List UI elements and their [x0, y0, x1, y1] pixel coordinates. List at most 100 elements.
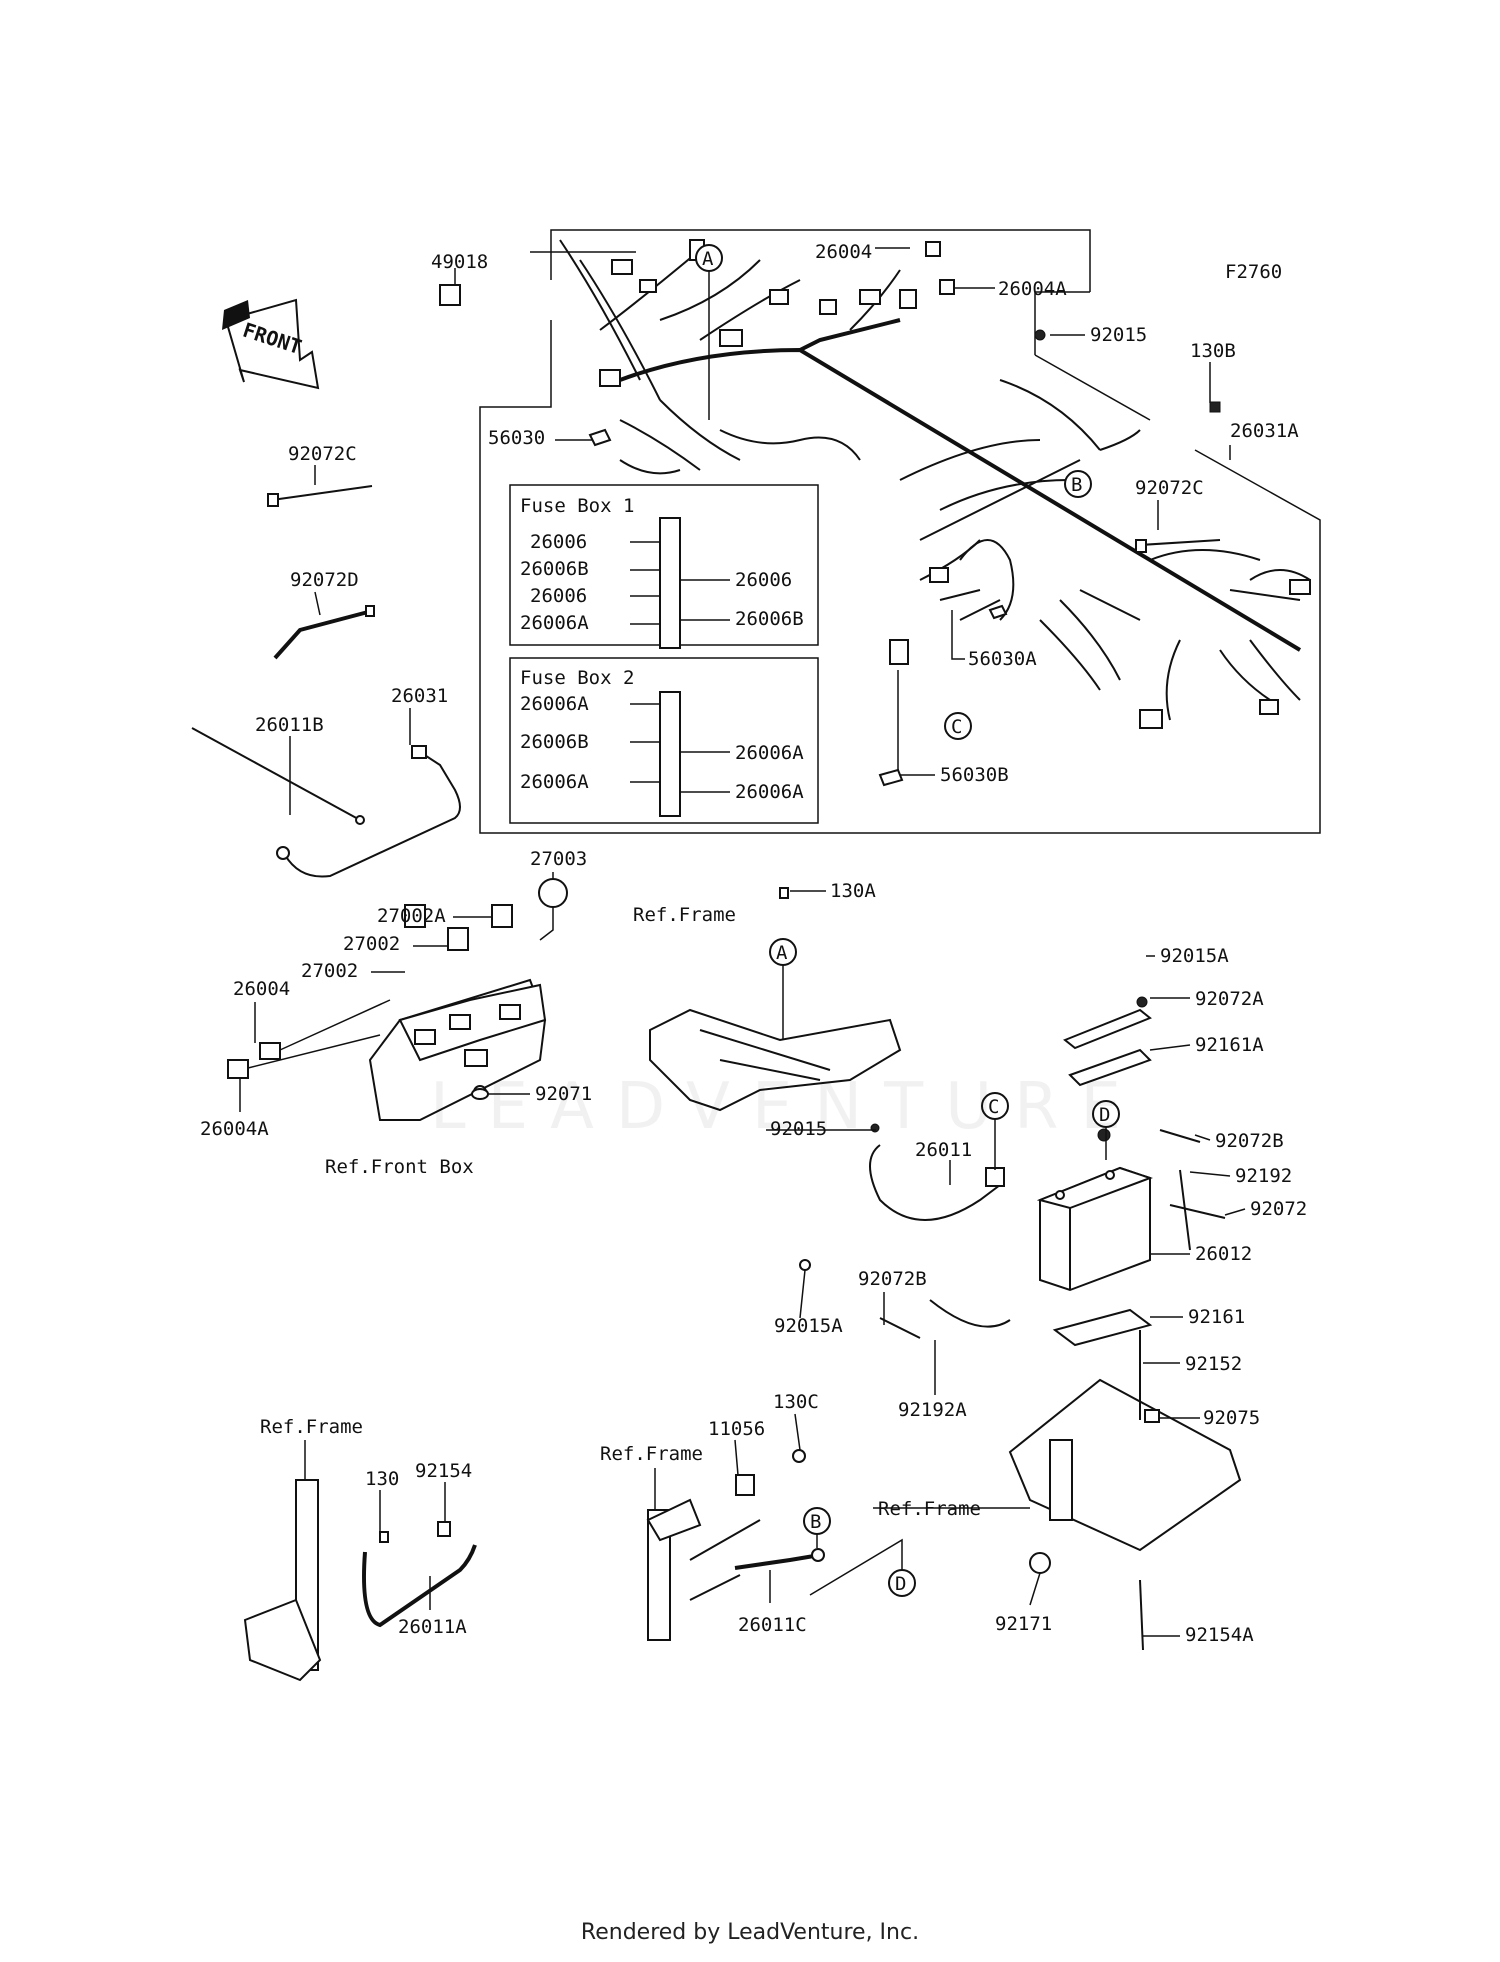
cable-26011 — [869, 1144, 1001, 1221]
callout-b-bottom: B — [803, 1507, 831, 1535]
fuse-box-1-left-0: 26006 — [530, 531, 587, 553]
fuse-box-2-title: Fuse Box 2 — [520, 667, 634, 689]
fuse-box-1-left-1: 26006B — [520, 558, 589, 580]
label-26004: 26004 — [815, 241, 872, 263]
part-labels: 49018 26004 26004A 92015 130B 26031A 560… — [200, 241, 1307, 1646]
callout-a-mid-label: A — [776, 942, 788, 964]
fuse-box-2-left-1: 26006B — [520, 731, 589, 753]
label-26011b: 26011B — [255, 714, 324, 736]
label-26031: 26031 — [391, 685, 448, 707]
battery-tray — [1008, 1330, 1242, 1651]
label-130c: 130C — [773, 1391, 819, 1413]
footer-credit: Rendered by LeadVenture, Inc. — [580, 1920, 920, 1945]
callout-b-top-label: B — [1071, 474, 1082, 496]
callout-b-bottom-label: B — [810, 1511, 821, 1533]
front-box — [227, 878, 568, 1121]
leader-lines — [239, 247, 1246, 1637]
label-26004a-left: 26004A — [200, 1118, 269, 1140]
label-49018: 49018 — [431, 251, 488, 273]
label-130a: 130A — [830, 880, 876, 902]
label-92075: 92075 — [1203, 1407, 1260, 1429]
fuse-box-1-left-3: 26006A — [520, 612, 589, 634]
cable-92192a — [929, 1299, 1011, 1328]
fuse-box-2: Fuse Box 2 26006A 26006B 26006A 26006A 2… — [509, 657, 819, 824]
label-92171: 92171 — [995, 1613, 1052, 1635]
callout-a-top: A — [695, 244, 723, 272]
fuse-box-2-left-0: 26006A — [520, 693, 589, 715]
label-26011a: 26011A — [398, 1616, 467, 1638]
label-56030b: 56030B — [940, 764, 1009, 786]
label-27003: 27003 — [530, 848, 587, 870]
label-130: 130 — [365, 1468, 399, 1490]
label-26004-left: 26004 — [233, 978, 290, 1000]
harness-frame — [550, 229, 1091, 292]
label-26011c: 26011C — [738, 1614, 807, 1636]
label-26011: 26011 — [915, 1139, 972, 1161]
callout-d-mid-label: D — [1099, 1104, 1110, 1126]
connector-27002a — [491, 904, 513, 928]
connector-27002-1 — [404, 904, 426, 928]
cable-26031 — [284, 751, 461, 878]
switch-27003 — [538, 878, 568, 908]
fuse-box-2-left-2: 26006A — [520, 771, 589, 793]
fuse-box-1-right-0: 26006 — [735, 569, 792, 591]
label-92154a: 92154A — [1185, 1624, 1254, 1646]
label-92192a: 92192A — [898, 1399, 967, 1421]
fuse-box-1-title: Fuse Box 1 — [520, 495, 634, 517]
label-92161a: 92161A — [1195, 1034, 1264, 1056]
battery — [1036, 1128, 1153, 1292]
label-56030: 56030 — [488, 427, 545, 449]
battery-pads — [1052, 996, 1153, 1347]
label-92015: 92015 — [1090, 324, 1147, 346]
cable-26011b — [191, 727, 361, 821]
callout-c-top: C — [944, 712, 972, 740]
callout-c-top-label: C — [951, 716, 962, 738]
label-92161: 92161 — [1188, 1306, 1245, 1328]
main-harness — [559, 239, 1311, 729]
connector-26004a — [227, 1059, 249, 1079]
label-56030a: 56030A — [968, 648, 1037, 670]
ref-frame-mid: Ref.Frame — [633, 904, 736, 926]
label-92072c-right: 92072C — [1135, 477, 1204, 499]
callout-d-bottom: D — [888, 1569, 916, 1597]
front-arrow: FRONT — [222, 298, 320, 390]
ref-frame-right: Ref.Frame — [878, 1498, 981, 1520]
label-92072: 92072 — [1250, 1198, 1307, 1220]
frame-mid — [649, 887, 902, 1112]
label-92154: 92154 — [415, 1460, 472, 1482]
label-92072b-right: 92072B — [1215, 1130, 1284, 1152]
watermark: LEADVENTURE — [430, 1070, 1143, 1144]
fuse-box-1: Fuse Box 1 26006 26006B 26006 26006A 260… — [509, 484, 819, 649]
fuse-box-2-right-1: 26006A — [735, 781, 804, 803]
label-27002-top: 27002 — [343, 933, 400, 955]
small-hardware — [439, 241, 1221, 1100]
fuse-box-2-right-0: 26006A — [735, 742, 804, 764]
label-26031a: 26031A — [1230, 420, 1299, 442]
label-92071: 92071 — [535, 1083, 592, 1105]
connector-27002-2 — [447, 927, 469, 951]
frame-center — [646, 1449, 825, 1641]
label-26012: 26012 — [1195, 1243, 1252, 1265]
label-92152: 92152 — [1185, 1353, 1242, 1375]
label-92015a-top: 92015A — [1160, 945, 1229, 967]
label-92072b-left: 92072B — [858, 1268, 927, 1290]
callouts: A B C A C D B D — [695, 244, 1120, 1597]
label-26004a: 26004A — [998, 278, 1067, 300]
label-92015a-bottom: 92015A — [774, 1315, 843, 1337]
ref-front-box: Ref.Front Box — [325, 1156, 474, 1178]
frame-left — [243, 1479, 477, 1682]
label-92192: 92192 — [1235, 1165, 1292, 1187]
cable-92192 — [1179, 1169, 1191, 1251]
label-11056: 11056 — [708, 1418, 765, 1440]
label-92072a: 92072A — [1195, 988, 1264, 1010]
connector-26004 — [259, 1042, 281, 1060]
fuse-box-1-right-1: 26006B — [735, 608, 804, 630]
label-27002-bottom: 27002 — [301, 960, 358, 982]
label-92072d: 92072D — [290, 569, 359, 591]
fuse-box-1-left-2: 26006 — [530, 585, 587, 607]
figure-code: F2760 — [1225, 261, 1282, 283]
callout-a-mid: A — [769, 938, 797, 966]
callout-d-bottom-label: D — [895, 1573, 906, 1595]
callout-b-top: B — [1064, 470, 1092, 498]
